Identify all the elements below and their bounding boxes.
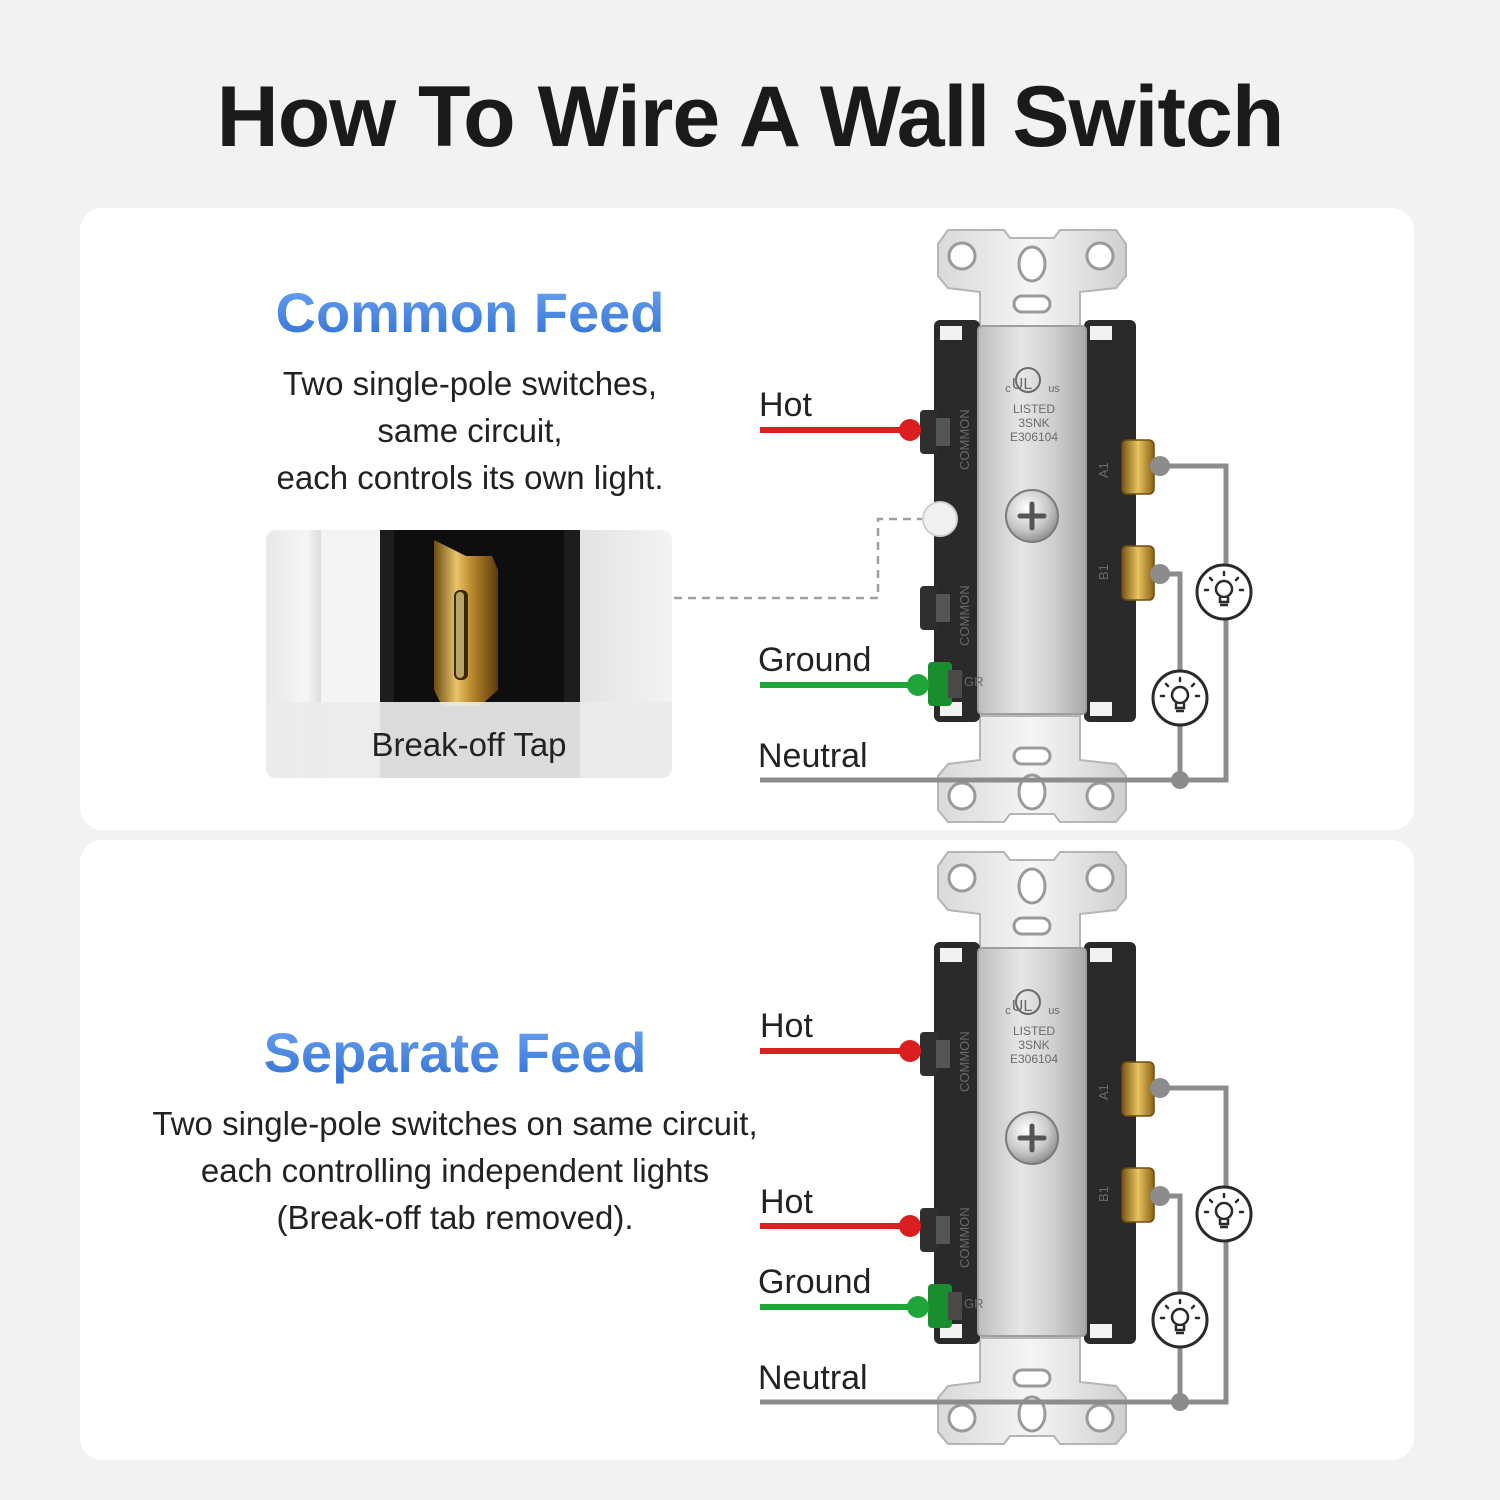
break-off-tap-closeup: Break-off Tap [266, 530, 672, 778]
ground-wire-label: Ground [758, 1263, 872, 1301]
common-feed-title: Common Feed [240, 280, 700, 345]
tap-callout-line [674, 517, 922, 600]
listing-text: E306104 [1010, 1052, 1058, 1066]
light-bulb-icon [1151, 1291, 1209, 1349]
break-off-tab-marker [922, 501, 958, 537]
hot-wire-1-end [899, 1040, 921, 1062]
separate-feed-desc-line: each controlling independent lights [200, 1152, 710, 1189]
ul-mark: UL [1012, 376, 1033, 393]
separate-feed-description: Two single-pole switches on same circuit… [110, 1100, 800, 1241]
b1-node [1150, 564, 1170, 584]
listing-text: LISTED [1013, 402, 1055, 416]
break-off-tap-label: Break-off Tap [371, 726, 567, 763]
common-feed-switch-text: UL c us LISTED 3SNK E306104 COMMON COMMO… [957, 376, 1111, 689]
light-bulb-icon [1195, 1185, 1253, 1243]
common-feed-description: Two single-pole switches, same circuit, … [200, 360, 740, 501]
brass-tab-highlight [456, 592, 464, 678]
ul-mark: UL [1012, 998, 1033, 1015]
a1-node [1150, 1078, 1170, 1098]
neutral-loop-a1 [760, 1085, 1229, 1405]
common-feed-desc-line: Two single-pole switches, [282, 365, 658, 402]
neutral-wire-label: Neutral [758, 1359, 868, 1397]
ul-c-mark: c [1005, 1005, 1011, 1017]
hot-wire-label: Hot [759, 386, 812, 424]
separate-feed-switch [920, 852, 1154, 1444]
terminal-common-label: COMMON [957, 409, 972, 470]
hot-wire-label-2: Hot [760, 1183, 813, 1221]
neutral-node [1171, 1393, 1189, 1411]
ul-us-mark: us [1048, 383, 1060, 395]
neutral-loop-a1 [760, 463, 1229, 783]
terminal-b1-label: B1 [1096, 564, 1111, 580]
a1-node [1150, 456, 1170, 476]
common-feed-desc-line: each controls its own light. [276, 459, 664, 496]
tap-label-band [266, 702, 672, 778]
neutral-wire-label: Neutral [758, 737, 868, 775]
ground-wire-end [907, 1296, 929, 1318]
ground-wire-label: Ground [758, 641, 872, 679]
ground-wire-end [907, 674, 929, 696]
common-feed-desc-line: same circuit, [377, 412, 563, 449]
separate-feed-desc-line: Two single-pole switches on same circuit… [152, 1105, 758, 1142]
terminal-a1-label: A1 [1096, 1084, 1111, 1100]
neutral-node [1171, 771, 1189, 789]
light-bulb-icon [1151, 669, 1209, 727]
hot-wire-end [899, 419, 921, 441]
hot-wire-label-1: Hot [760, 1007, 813, 1045]
separate-feed-title: Separate Feed [215, 1020, 695, 1085]
listing-text: E306104 [1010, 430, 1058, 444]
ul-c-mark: c [1005, 383, 1011, 395]
terminal-common-label: COMMON [957, 585, 972, 646]
terminal-common-label: COMMON [957, 1207, 972, 1268]
terminal-common-label: COMMON [957, 1031, 972, 1092]
hot-wire-2-end [899, 1215, 921, 1237]
terminal-gr-label: GR [964, 674, 984, 689]
terminal-a1-label: A1 [1096, 462, 1111, 478]
listing-text: 3SNK [1018, 1038, 1049, 1052]
separate-feed-panel [80, 840, 1414, 1460]
terminal-gr-label: GR [964, 1296, 984, 1311]
listing-text: LISTED [1013, 1024, 1055, 1038]
separate-feed-switch-text: UL c us LISTED 3SNK E306104 COMMON COMMO… [957, 998, 1111, 1311]
light-bulb-icon [1195, 563, 1253, 621]
ul-us-mark: us [1048, 1005, 1060, 1017]
terminal-b1-label: B1 [1096, 1186, 1111, 1202]
b1-node [1150, 1186, 1170, 1206]
page-title: How To Wire A Wall Switch [216, 69, 1285, 165]
separate-feed-desc-line: (Break-off tab removed). [276, 1199, 634, 1236]
listing-text: 3SNK [1018, 416, 1049, 430]
